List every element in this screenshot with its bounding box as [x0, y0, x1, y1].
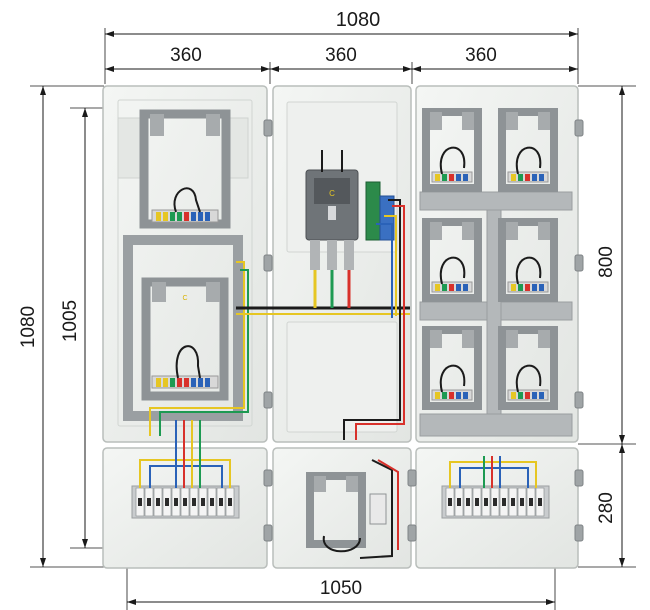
left-section-height-label: 1005 [60, 300, 81, 342]
meter-bracket-5 [422, 326, 482, 410]
meter-bracket-3 [422, 218, 482, 302]
meter-bracket-6 [498, 326, 558, 410]
meter-badge-lower: C [182, 295, 187, 302]
terminal-block-lower [151, 375, 219, 389]
meter-bracket-top-left [139, 109, 231, 229]
cabinet-middle-lower [272, 447, 412, 569]
bottom-width-label: 1050 [320, 578, 362, 599]
meter-bracket-2 [498, 108, 558, 192]
mcb-rail-left [131, 485, 240, 519]
dimension-top-overall: 1080 [104, 9, 579, 84]
lower-wiring-right [449, 456, 537, 488]
meter-loop-wire-top [173, 187, 201, 213]
column-left-width-label: 360 [170, 45, 202, 66]
dimension-right: 800 280 [578, 85, 636, 568]
meter-bracket-lower-middle [306, 459, 399, 559]
door-hinges [263, 119, 584, 542]
right-upper-height-label: 800 [596, 246, 617, 278]
meter-bracket-grid [422, 108, 558, 410]
dimension-bottom: 1050 [126, 540, 556, 610]
overall-width-label: 1080 [336, 9, 381, 31]
cabinet-middle-upper [272, 85, 412, 443]
left-wiring [149, 261, 410, 452]
meter-loop-wire-lower [175, 345, 201, 379]
dimension-left-overall: 1080 [18, 85, 104, 568]
breaker-badge: C [329, 189, 335, 198]
breaker-wiring [313, 150, 405, 440]
column-right-width-label: 360 [465, 45, 497, 66]
surge-terminal-strip [365, 181, 395, 241]
meter-bracket-4 [498, 218, 558, 302]
column-middle-width-label: 360 [325, 45, 357, 66]
meter-bracket-lower-left: C [141, 277, 229, 401]
mounting-frame-left [123, 235, 243, 421]
lower-wiring-left [139, 452, 231, 488]
dimension-top-columns: 360 360 360 [105, 45, 578, 84]
meter-bracket-1 [422, 108, 482, 192]
terminal-block-top [151, 209, 219, 223]
overall-height-label: 1080 [18, 306, 39, 348]
right-lower-height-label: 280 [596, 492, 617, 524]
mcb-rail-right [441, 485, 550, 519]
main-breaker: C [305, 169, 359, 270]
